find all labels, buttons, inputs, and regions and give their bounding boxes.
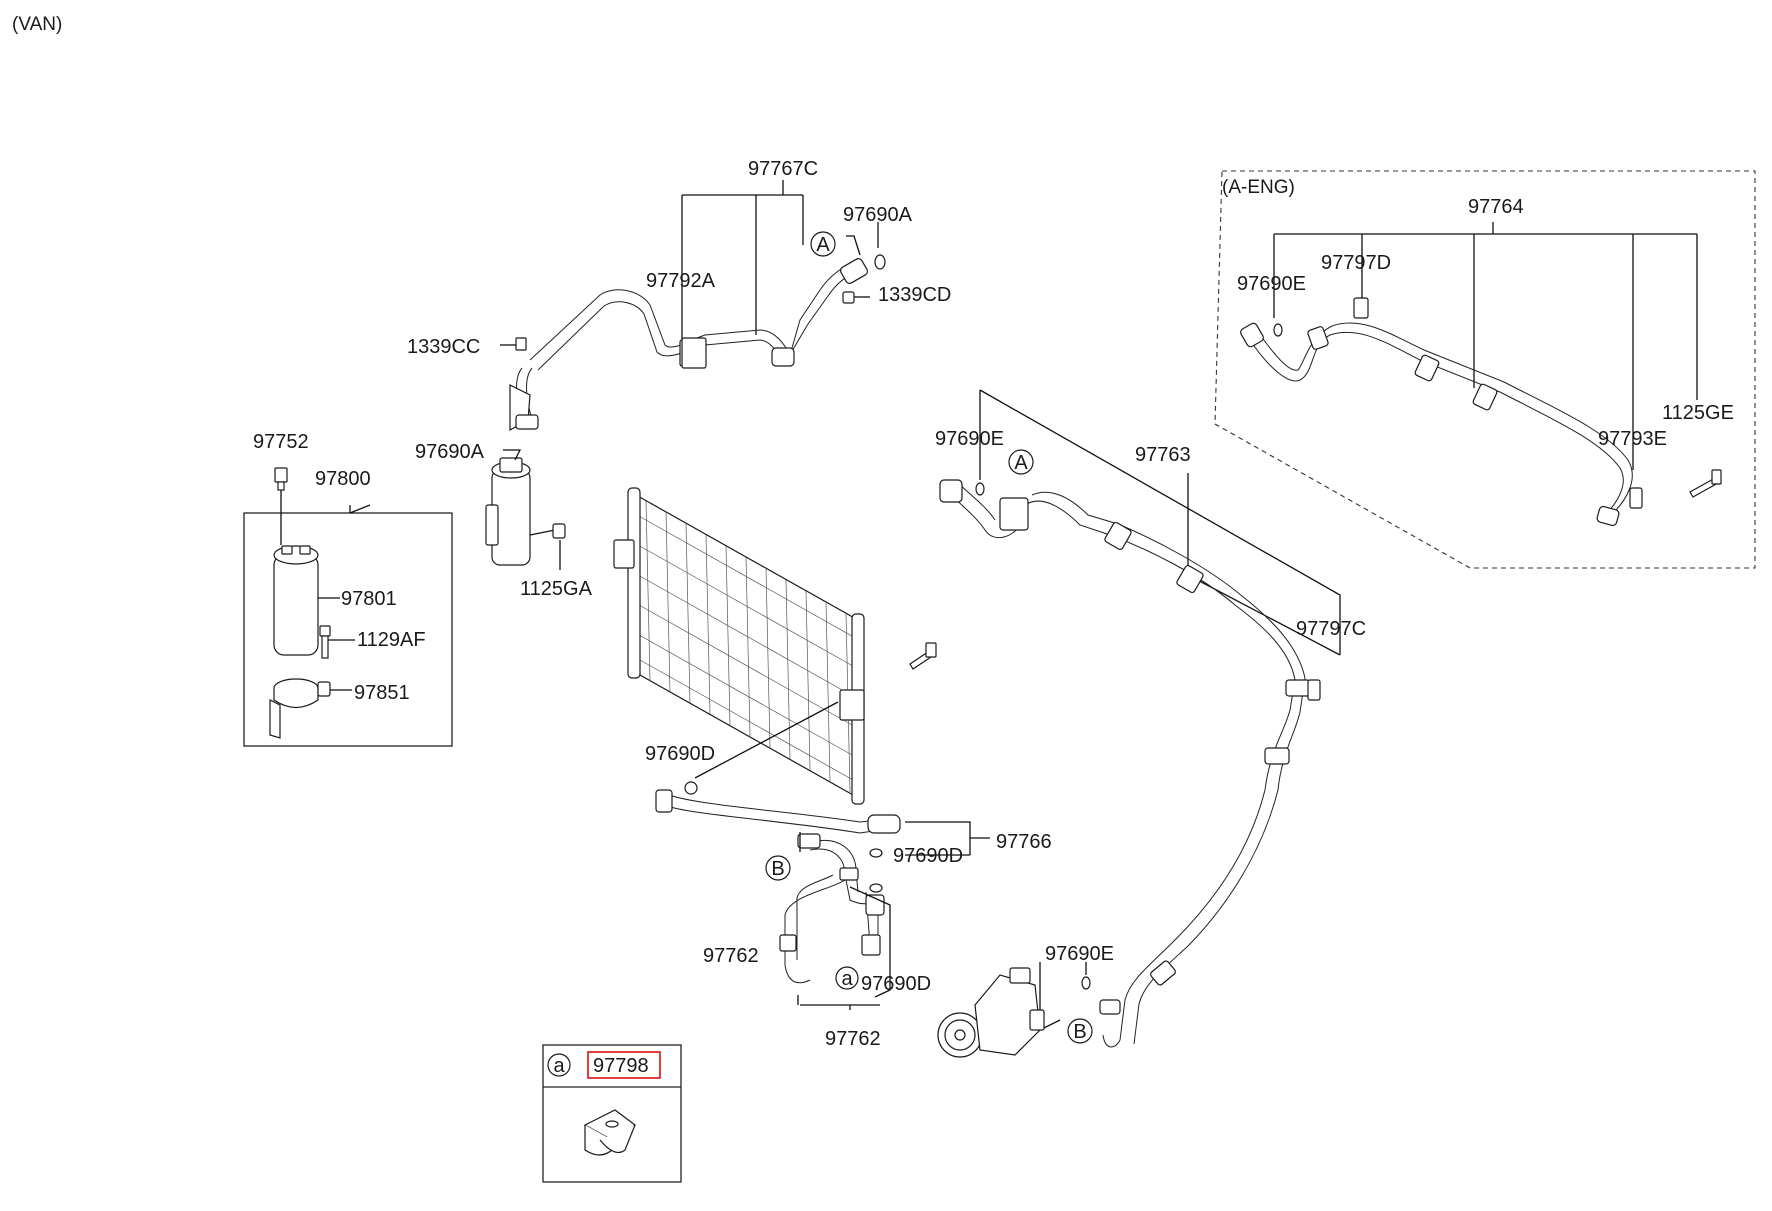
leaders-97763 (979, 389, 1341, 656)
label-97690d-upper[interactable]: 97690D (645, 743, 715, 765)
pipe-bracket-97792a[interactable] (681, 337, 707, 369)
callout-a-top-label: A (816, 234, 830, 256)
callout-a-top[interactable]: A (810, 231, 836, 257)
label-97690e-inset[interactable]: 97690E (1237, 273, 1306, 295)
label-97801[interactable]: 97801 (341, 588, 397, 610)
inset-a-eng: (A-ENG) (1214, 170, 1756, 569)
label-97690e-center[interactable]: 97690E (935, 428, 1004, 450)
label-1125ga[interactable]: 1125GA (520, 578, 593, 600)
condenser-leader (694, 701, 839, 779)
inset-bolt[interactable] (1689, 469, 1722, 498)
label-97767c[interactable]: 97767C (748, 158, 818, 180)
label-1125ge[interactable]: 1125GE (1662, 402, 1734, 424)
footnote-box (542, 1044, 682, 1183)
variant-label: (VAN) (12, 14, 62, 35)
o-ring-97690e-comp[interactable] (1081, 976, 1091, 990)
o-ring-97690a-top[interactable] (874, 222, 886, 270)
label-97798[interactable]: 97798 (593, 1055, 649, 1077)
label-97797d[interactable]: 97797D (1321, 252, 1391, 274)
o-ring-97690d-mid[interactable] (869, 848, 883, 858)
callout-small-a-footnote-label: a (553, 1055, 565, 1077)
label-97752[interactable]: 97752 (253, 431, 309, 453)
nut-1339cd[interactable] (842, 291, 870, 304)
callout-small-a-footnote[interactable]: a (547, 1053, 571, 1077)
part-highlight-97798 (587, 1051, 661, 1079)
label-97763[interactable]: 97763 (1135, 444, 1191, 466)
inset-label: (A-ENG) (1222, 177, 1295, 198)
label-97851[interactable]: 97851 (354, 682, 410, 704)
o-ring-97690e-center[interactable] (975, 482, 985, 496)
o-ring-97690d-low[interactable] (869, 883, 883, 893)
condenser[interactable] (613, 487, 865, 805)
condenser-bolt[interactable] (909, 642, 937, 670)
callout-a-center[interactable]: A (1008, 449, 1034, 475)
leader-97690a-left (503, 449, 522, 461)
label-1129af[interactable]: 1129AF (357, 629, 426, 651)
bolt-97752[interactable] (274, 467, 288, 491)
suction-hose-97763[interactable] (939, 479, 1321, 1048)
discharge-hose-97762[interactable] (779, 833, 885, 984)
bracket-97851[interactable] (269, 678, 352, 739)
receiver-drier-kit[interactable] (243, 467, 453, 747)
callout-b-compressor[interactable]: B (1067, 1018, 1093, 1044)
o-ring-97690d-upper[interactable] (684, 781, 698, 795)
label-97797c[interactable]: 97797C (1296, 618, 1366, 640)
inset-o-ring[interactable] (1273, 323, 1283, 337)
label-97792a[interactable]: 97792A (646, 270, 716, 292)
label-97690d-mid[interactable]: 97690D (893, 845, 963, 867)
label-97690d-lower[interactable]: 97690D (861, 973, 931, 995)
nut-1339cc[interactable] (500, 337, 527, 351)
liquid-pipe-97766[interactable] (655, 789, 901, 834)
label-97793e[interactable]: 97793E (1598, 428, 1667, 450)
label-97762-side[interactable]: 97762 (703, 945, 759, 967)
liquid-pipe-97767c[interactable] (509, 257, 869, 432)
label-97690a-left[interactable]: 97690A (415, 441, 485, 463)
label-97800[interactable]: 97800 (315, 468, 371, 490)
clip-97798[interactable] (583, 1109, 637, 1156)
label-97690a-top[interactable]: 97690A (843, 204, 913, 226)
callout-b-left-label: B (771, 858, 784, 880)
label-97766[interactable]: 97766 (996, 831, 1052, 853)
leaders-97762 (797, 832, 891, 1010)
callout-small-a-label: a (841, 968, 853, 990)
callout-small-a[interactable]: a (835, 966, 859, 990)
compressor[interactable] (937, 967, 1045, 1058)
callout-a-center-label: A (1014, 452, 1028, 474)
bolt-1129af[interactable] (319, 625, 355, 659)
drier-97801[interactable] (273, 545, 340, 656)
leaders-97767c (681, 180, 804, 348)
label-1339cc[interactable]: 1339CC (407, 336, 480, 358)
label-97690e-comp[interactable]: 97690E (1045, 943, 1114, 965)
inset-suction-pipe[interactable] (1239, 322, 1643, 527)
part-labels: 97767C 97690A 97792A 1339CD 1339CC 97690… (253, 158, 1734, 1077)
callout-a-top-leader (846, 235, 861, 256)
callout-b-compressor-label: B (1073, 1021, 1086, 1043)
label-97764[interactable]: 97764 (1468, 196, 1524, 218)
leaders-97766 (905, 821, 990, 856)
callout-b-left[interactable]: B (765, 855, 791, 881)
inset-bracket[interactable] (1353, 297, 1369, 319)
label-97762-bottom[interactable]: 97762 (825, 1028, 881, 1050)
label-1339cd[interactable]: 1339CD (878, 284, 951, 306)
receiver-drier[interactable] (485, 457, 566, 566)
